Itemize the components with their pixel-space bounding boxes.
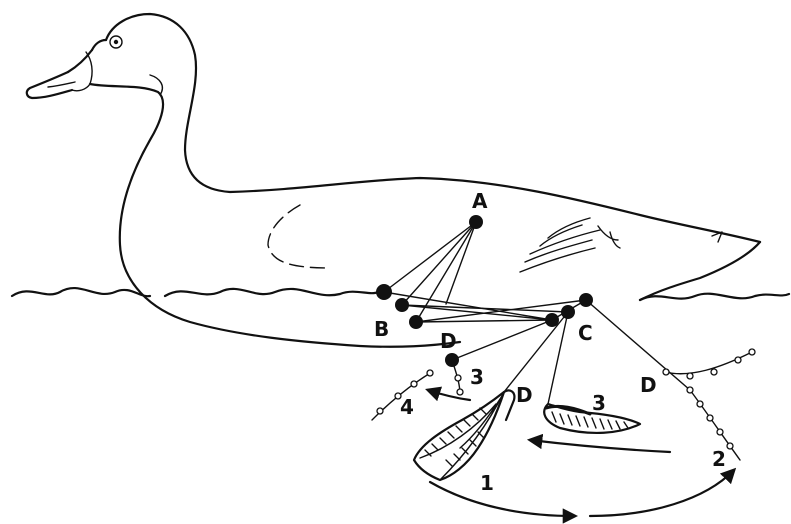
arrow-stroke-1 <box>430 482 575 516</box>
arrow-stroke-2 <box>590 470 734 516</box>
label-3-left: 3 <box>470 365 484 389</box>
joint-b2 <box>395 298 409 312</box>
label-b: B <box>374 317 389 341</box>
webbed-foot-extended <box>414 390 514 480</box>
joint-c1 <box>545 313 559 327</box>
label-1: 1 <box>480 471 494 495</box>
joint-a <box>469 215 483 229</box>
label-c: C <box>578 321 593 345</box>
diagram-labels: A B C D D D 1 2 3 3 4 <box>374 189 726 495</box>
arrow-return <box>530 440 670 452</box>
label-d-right: D <box>640 373 657 397</box>
label-d-center: D <box>516 383 533 407</box>
label-d-upper: D <box>440 329 457 353</box>
label-2: 2 <box>712 447 726 471</box>
joint-b1 <box>376 284 392 300</box>
arrow-stroke-4 <box>428 390 470 400</box>
joint-b3 <box>409 315 423 329</box>
label-4: 4 <box>400 395 414 419</box>
joint-c2 <box>561 305 575 319</box>
label-3-right: 3 <box>592 391 606 415</box>
joint-c3 <box>579 293 593 307</box>
label-a: A <box>472 189 488 213</box>
